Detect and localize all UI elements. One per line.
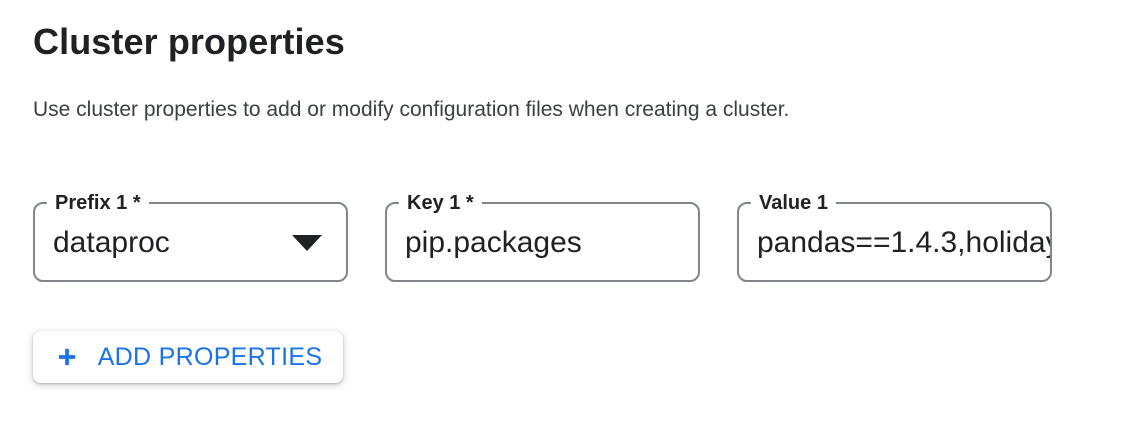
caret-down-icon [292,235,322,251]
key-label: Key 1 * [399,191,482,216]
value-label: Value 1 [751,191,836,216]
value-input[interactable] [739,204,1050,280]
section-description: Use cluster properties to add or modify … [33,98,790,121]
prefix-field: Prefix 1 * dataproc [33,191,348,282]
prefix-label: Prefix 1 * [47,191,149,216]
key-input[interactable] [387,204,698,280]
prefix-select[interactable]: dataproc [35,204,346,280]
value-field: Value 1 [737,191,1052,282]
add-properties-label: ADD PROPERTIES [97,342,323,371]
page-title: Cluster properties [33,21,345,62]
key-field: Key 1 * [385,191,700,282]
add-properties-button[interactable]: ADD PROPERTIES [33,331,343,383]
prefix-selected-value: dataproc [53,226,170,259]
plus-icon [54,344,80,370]
